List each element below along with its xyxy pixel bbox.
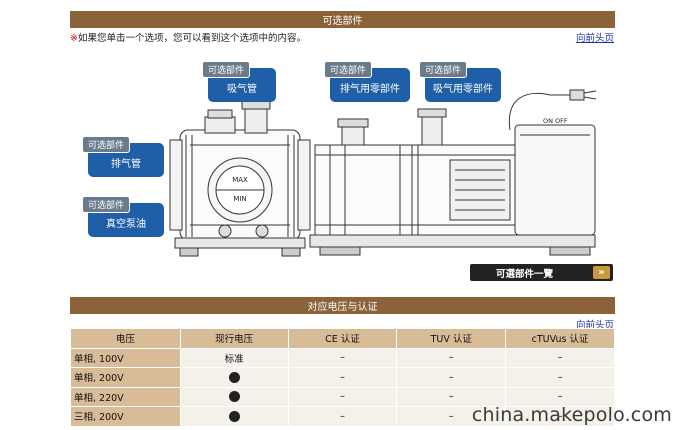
exhaust-pipe-label: 排气管 <box>111 159 141 170</box>
table-cell-ce: – <box>287 406 398 427</box>
table-cell-current <box>179 406 289 427</box>
table-cell-tuv: – <box>396 367 507 388</box>
table-row: 三相, 200V––– <box>70 406 615 427</box>
table-cell-voltage: 单相, 220V <box>70 386 181 407</box>
table-cell-current: 标准 <box>179 347 289 368</box>
note-mark: ※ <box>70 33 78 44</box>
intake-parts-label: 吸气用零部件 <box>433 84 493 95</box>
column-header: CE 认证 <box>287 328 398 349</box>
intake-parts-callout[interactable]: 可选部件 吸气用零部件 <box>419 61 501 102</box>
table-cell-tuv: – <box>396 347 507 368</box>
intake-pipe-callout[interactable]: 可选部件 吸气管 <box>202 61 276 102</box>
exhaust-parts-label: 排气用零部件 <box>340 84 400 95</box>
optional-tag: 可选部件 <box>419 61 468 78</box>
optional-tag: 可选部件 <box>202 61 251 78</box>
filled-circle-icon <box>228 410 240 422</box>
column-header: 现行电压 <box>179 328 289 349</box>
table-header-row: 电压 现行电压 CE 认证 TUV 认证 cTUVus 认证 <box>70 328 615 349</box>
table-cell-ctuvus: – <box>505 367 615 388</box>
table-cell-tuv: – <box>396 406 507 427</box>
table-cell-ce: – <box>287 367 398 388</box>
note-text: 如果您单击一个选项，您可以看到这个选项中的内容。 <box>77 33 306 44</box>
table-cell-ctuvus: – <box>505 347 615 368</box>
instruction-note: ※如果您单击一个选项，您可以看到这个选项中的内容。 <box>70 30 306 44</box>
table-cell-voltage: 单相, 100V <box>70 347 181 368</box>
optional-tag: 可选部件 <box>82 136 131 153</box>
table-cell-ctuvus: – <box>505 406 615 427</box>
options-section-header: 可选部件 <box>70 11 615 28</box>
table-cell-tuv: – <box>396 386 507 407</box>
table-row: 单相, 220V––– <box>70 386 615 407</box>
vacuum-oil-callout[interactable]: 可选部件 真空泵油 <box>82 196 164 237</box>
min-label: MIN <box>233 195 246 203</box>
exhaust-parts-callout[interactable]: 可选部件 排气用零部件 <box>324 61 410 102</box>
voltage-section-title: 对应电压与认证 <box>307 302 378 313</box>
column-header: cTUVus 认证 <box>505 328 615 349</box>
back-to-top-link[interactable]: 向前头页 <box>575 320 614 331</box>
filled-circle-icon <box>228 391 240 403</box>
double-chevron-right-icon: » <box>593 266 610 279</box>
options-section-title: 可选部件 <box>322 16 363 27</box>
optional-tag: 可选部件 <box>82 196 131 213</box>
voltage-section-header: 对应电压与认证 <box>70 297 615 314</box>
pump-side-view <box>309 89 597 256</box>
intake-pipe-label: 吸气管 <box>227 84 257 95</box>
table-cell-voltage: 单相, 200V <box>70 367 181 388</box>
column-header: TUV 认证 <box>396 328 507 349</box>
column-header: 电压 <box>70 328 181 349</box>
vacuum-oil-label: 真空泵油 <box>106 219 146 230</box>
back-to-top-link[interactable]: 向前头页 <box>575 33 614 44</box>
table-cell-current <box>179 367 289 388</box>
filled-circle-icon <box>228 371 240 383</box>
table-cell-ce: – <box>287 386 398 407</box>
pump-illustration: MAX MIN ON OFF <box>169 89 597 257</box>
table-row: 单相, 200V––– <box>70 367 615 388</box>
watermark: china.makepolo.com <box>471 404 672 426</box>
optional-tag: 可选部件 <box>324 61 373 78</box>
max-label: MAX <box>232 176 248 184</box>
pump-front-view <box>169 100 311 257</box>
table-cell-current <box>179 386 289 407</box>
optional-parts-list-button[interactable]: 可選部件一覽 » <box>470 264 613 281</box>
table-cell-voltage: 三相, 200V <box>70 406 181 427</box>
table-cell-ce: – <box>287 347 398 368</box>
switch-label: ON OFF <box>543 117 568 125</box>
exhaust-pipe-callout[interactable]: 可选部件 排气管 <box>82 136 164 177</box>
list-button-label: 可選部件一覽 <box>496 268 554 280</box>
